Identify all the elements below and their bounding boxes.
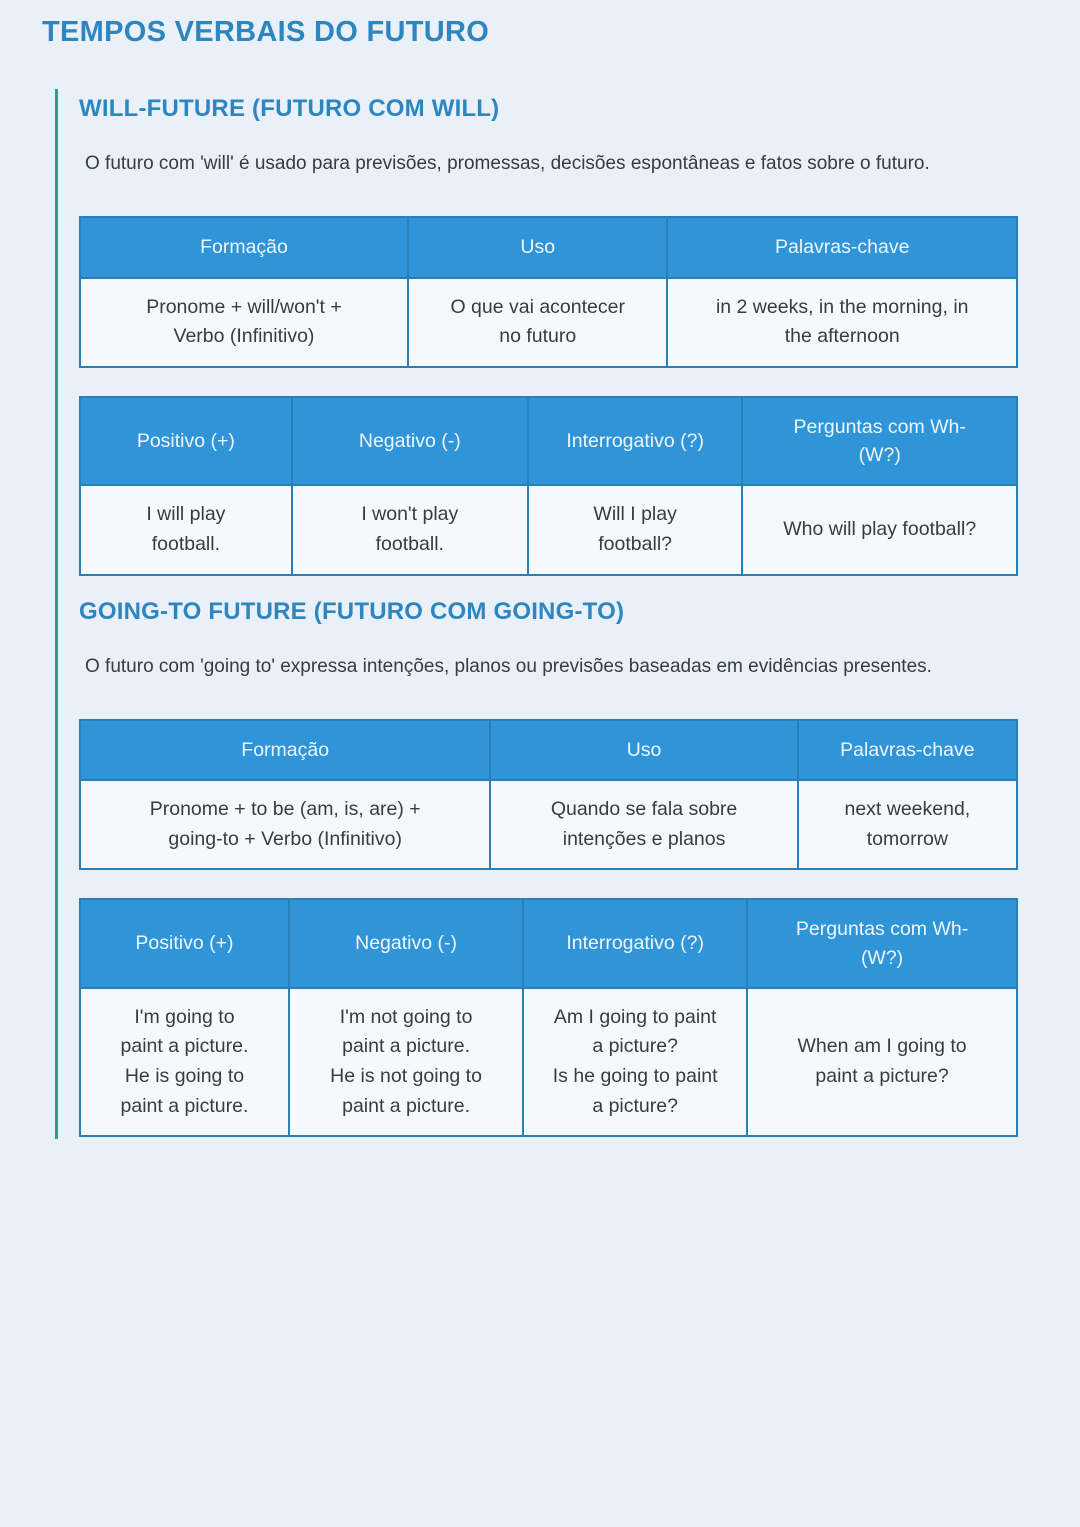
content-block: WILL-FUTURE (FUTURO COM WILL) O futuro c… — [55, 89, 1080, 1140]
section-heading-will-future: WILL-FUTURE (FUTURO COM WILL) — [79, 95, 500, 122]
going-to-overview-table: Formação Uso Palavras-chave Pronome + to… — [78, 718, 1019, 871]
table-cell-palavras-chave: in 2 weeks, in the morning, in the after… — [666, 276, 1018, 368]
table-row: Pronome + will/won't + Verbo (Infinitivo… — [79, 276, 1018, 368]
section-heading-going-to-future: GOING-TO FUTURE (FUTURO COM GOING-TO) — [79, 597, 625, 625]
column-header-positivo: Positivo (+) — [79, 395, 293, 487]
column-header-interrogativo: Interrogativo (?) — [522, 898, 749, 989]
table-header-row: Formação Uso Palavras-chave — [79, 216, 1018, 279]
column-header-negativo: Negativo (-) — [290, 395, 529, 487]
table-cell-interrogativo: Will I play football? — [526, 484, 744, 576]
table-row: I'm going to paint a picture. He is goin… — [79, 986, 1018, 1138]
table-cell-negativo: I won't play football. — [290, 484, 529, 576]
column-header-formacao: Formação — [79, 216, 409, 279]
table-cell-uso: O que vai acontecer no futuro — [406, 276, 669, 368]
column-header-palavras-chave: Palavras-chave — [796, 718, 1019, 782]
section-description: O futuro com 'will' é usado para previsõ… — [85, 153, 930, 174]
section-will-future: WILL-FUTURE (FUTURO COM WILL) O futuro c… — [79, 95, 1018, 576]
table-cell-formacao: Pronome + will/won't + Verbo (Infinitivo… — [79, 276, 409, 368]
will-overview-table: Formação Uso Palavras-chave Pronome + wi… — [79, 216, 1018, 368]
page-title: TEMPOS VERBAIS DO FUTURO — [42, 16, 490, 48]
column-header-uso: Uso — [489, 718, 799, 782]
table-row: I will play football. I won't play footb… — [79, 484, 1018, 576]
will-forms-table: Positivo (+) Negativo (-) Interrogativo … — [79, 395, 1018, 576]
section-going-to-future: GOING-TO FUTURE (FUTURO COM GOING-TO) O … — [78, 597, 1019, 1138]
column-header-palavras-chave: Palavras-chave — [666, 216, 1018, 279]
column-header-positivo: Positivo (+) — [79, 898, 290, 989]
column-header-perguntas-wh: Perguntas com Wh- (W?) — [746, 898, 1018, 989]
table-cell-negativo: I'm not going to paint a picture. He is … — [287, 986, 525, 1138]
column-header-uso: Uso — [406, 216, 669, 279]
column-header-perguntas-wh: Perguntas com Wh- (W?) — [741, 395, 1018, 487]
section-description: O futuro com 'going to' expressa intençõ… — [85, 655, 932, 677]
table-cell-positivo: I will play football. — [79, 484, 293, 576]
table-cell-palavras-chave: next weekend, tomorrow — [796, 779, 1019, 871]
table-cell-formacao: Pronome + to be (am, is, are) + going-to… — [78, 779, 492, 871]
column-header-negativo: Negativo (-) — [287, 898, 525, 989]
table-row: Pronome + to be (am, is, are) + going-to… — [78, 779, 1019, 871]
table-cell-perguntas-wh: When am I going to paint a picture? — [746, 986, 1018, 1138]
table-cell-perguntas-wh: Who will play football? — [741, 484, 1018, 576]
going-to-forms-table: Positivo (+) Negativo (-) Interrogativo … — [79, 898, 1018, 1138]
table-cell-positivo: I'm going to paint a picture. He is goin… — [79, 986, 290, 1138]
table-cell-uso: Quando se fala sobre intenções e planos — [489, 779, 799, 871]
column-header-interrogativo: Interrogativo (?) — [526, 395, 744, 487]
column-header-formacao: Formação — [78, 718, 492, 782]
table-header-row: Positivo (+) Negativo (-) Interrogativo … — [79, 395, 1018, 487]
table-header-row: Positivo (+) Negativo (-) Interrogativo … — [79, 898, 1018, 989]
table-cell-interrogativo: Am I going to paint a picture? Is he goi… — [522, 986, 749, 1138]
table-header-row: Formação Uso Palavras-chave — [78, 718, 1019, 782]
